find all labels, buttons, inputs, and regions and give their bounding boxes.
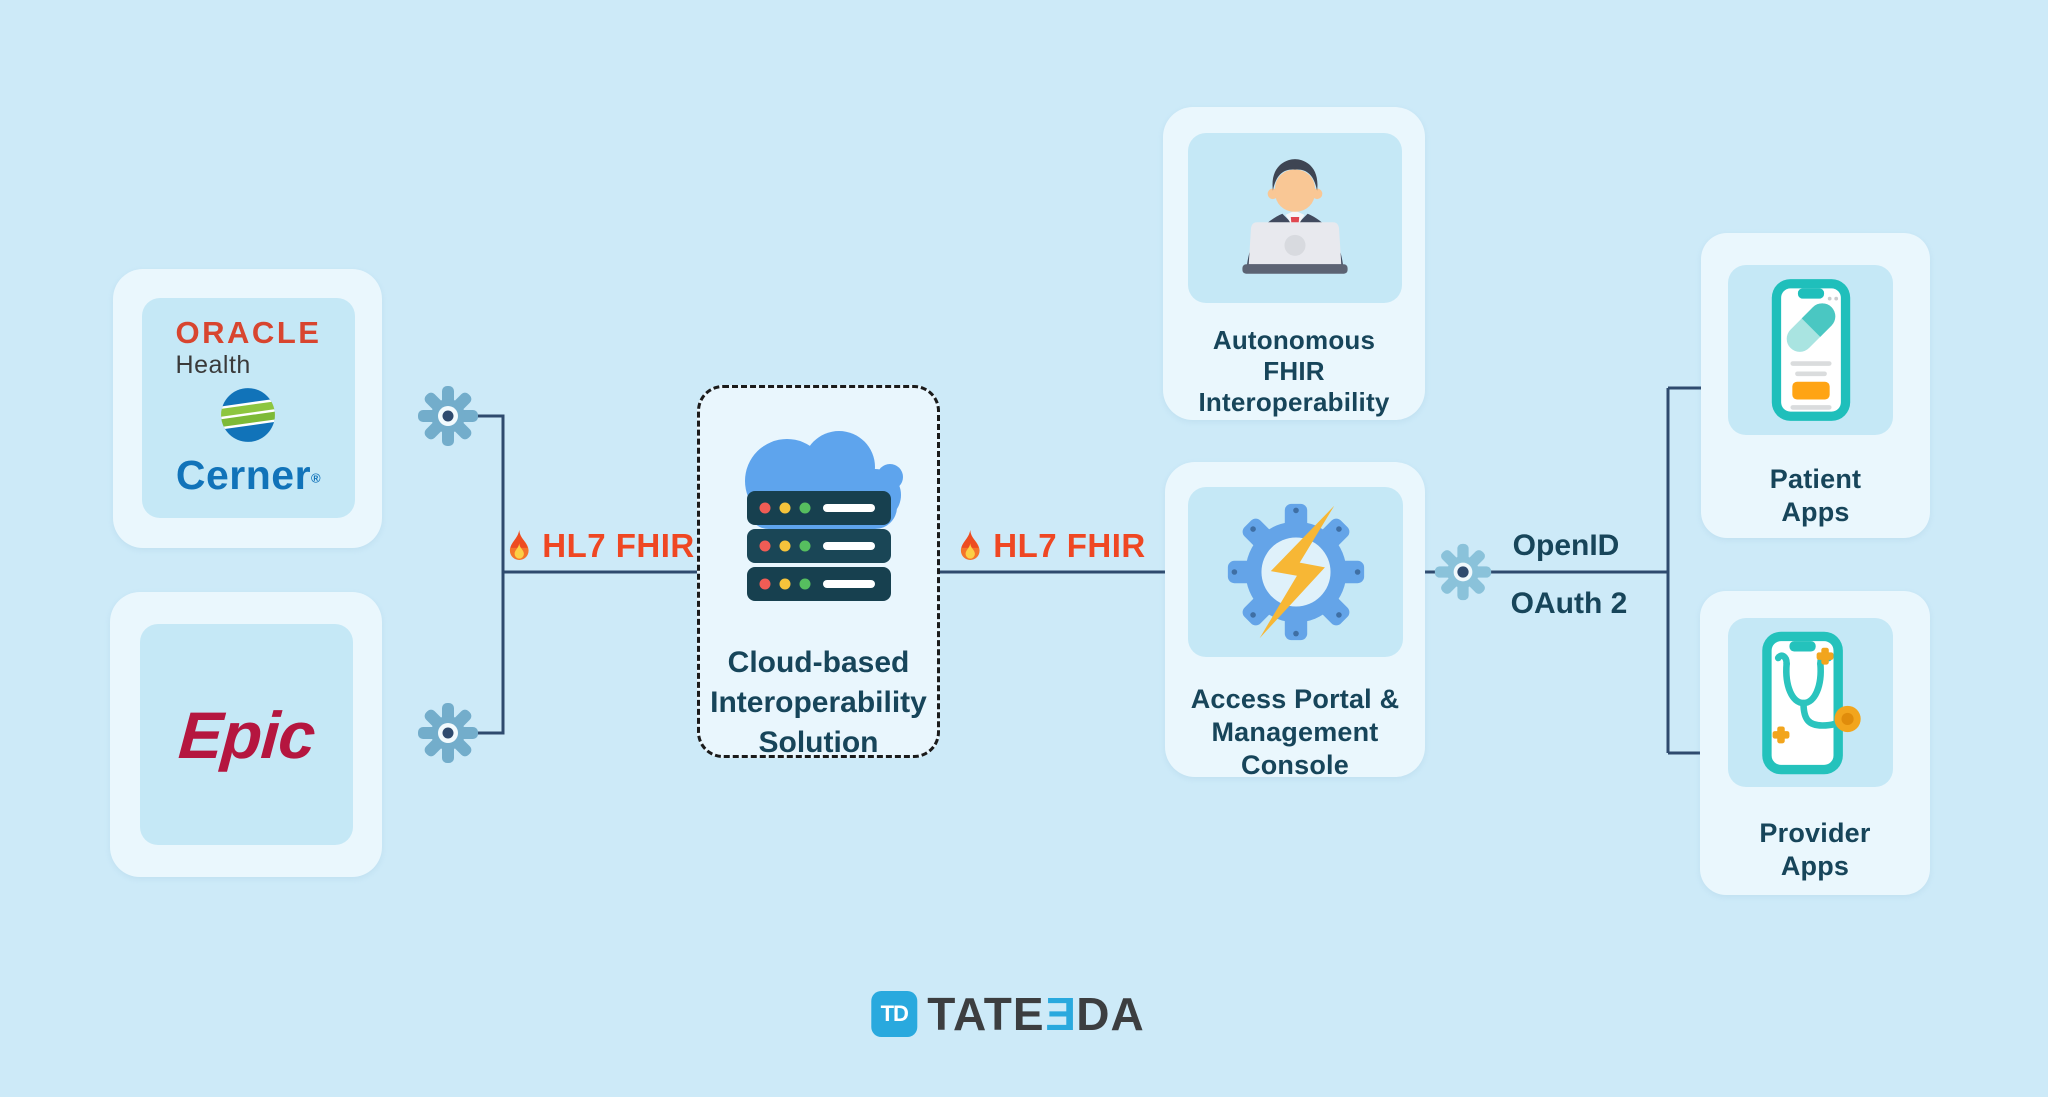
oauth2-label: OAuth 2 [1510, 587, 1628, 620]
gear-icon [418, 386, 478, 446]
hl7-fhir-label-right: HL7 FHIR [956, 527, 1146, 565]
flame-icon [960, 530, 980, 560]
gear-icon [1434, 543, 1492, 601]
hl7-fhir-label-left: HL7 FHIR [505, 527, 695, 565]
epic-card: Epic [110, 592, 382, 877]
access-portal-title: Access Portal & Management Console [1190, 684, 1400, 780]
person-laptop-icon [1242, 159, 1348, 274]
autonomous-fhir-title: Autonomous FHIR Interoperability [1198, 325, 1390, 417]
flame-icon [509, 530, 529, 560]
gear-lightning-icon [1227, 503, 1364, 641]
cloud-interoperability-box: Cloud-based Interoperability Solution [697, 385, 940, 759]
access-portal-card: Access Portal & Management Console [1165, 462, 1425, 780]
oracle-health-logo: ORACLE Health [176, 317, 322, 378]
line-ehr-junction [448, 414, 505, 735]
openid-label: OpenID [1512, 529, 1620, 562]
tateeda-logo-mark: TD [871, 991, 918, 1037]
patient-apps-card: Patient Apps [1701, 233, 1930, 538]
access-portal-tile [1188, 487, 1403, 657]
oracle-cerner-card: ORACLE Health Cerner® [113, 269, 382, 548]
autonomous-fhir-tile [1188, 133, 1402, 303]
cerner-wordmark: Cerner® [175, 451, 322, 498]
hl7-fhir-text: HL7 FHIR [542, 527, 695, 564]
cloud-server-icon [745, 431, 903, 601]
gear-icon [418, 703, 478, 763]
epic-tile: Epic [140, 624, 353, 845]
oracle-health-label: Health [175, 350, 251, 379]
provider-apps-tile [1728, 618, 1893, 787]
provider-app-phone-icon [1761, 631, 1861, 774]
patient-apps-tile [1728, 265, 1893, 435]
cloud-box-title: Cloud-based Interoperability Solution [710, 646, 927, 759]
autonomous-fhir-card: Autonomous FHIR Interoperability [1163, 107, 1425, 420]
oracle-wordmark: ORACLE [175, 315, 322, 351]
provider-apps-title: Provider Apps [1759, 818, 1871, 881]
oracle-cerner-tile: ORACLE Health Cerner® [142, 298, 355, 518]
hl7-fhir-text: HL7 FHIR [993, 527, 1146, 564]
provider-apps-card: Provider Apps [1700, 591, 1930, 895]
epic-logo: Epic [176, 697, 317, 772]
cerner-registered-mark: ® [311, 470, 322, 486]
cerner-globe-icon [221, 387, 276, 442]
patient-apps-title: Patient Apps [1769, 464, 1862, 527]
tateeda-reversed-e: E [1044, 988, 1077, 1040]
patient-app-phone-icon [1771, 279, 1850, 421]
